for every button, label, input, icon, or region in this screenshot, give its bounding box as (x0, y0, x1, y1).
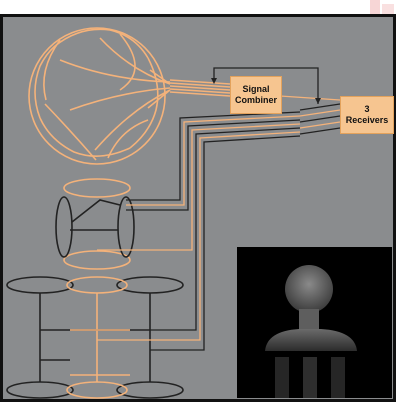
head-coil (28, 27, 231, 165)
signal-combiner-box: Signal Combiner (230, 76, 282, 114)
phantom-image (265, 265, 357, 398)
corner-decoration (370, 0, 394, 18)
receivers-box: 3 Receivers (340, 96, 394, 134)
cable-bundle (97, 67, 341, 351)
body-coils (6, 276, 184, 399)
neck-coil (55, 178, 135, 270)
top-margin (0, 0, 396, 18)
mri-image-inset (237, 247, 392, 398)
